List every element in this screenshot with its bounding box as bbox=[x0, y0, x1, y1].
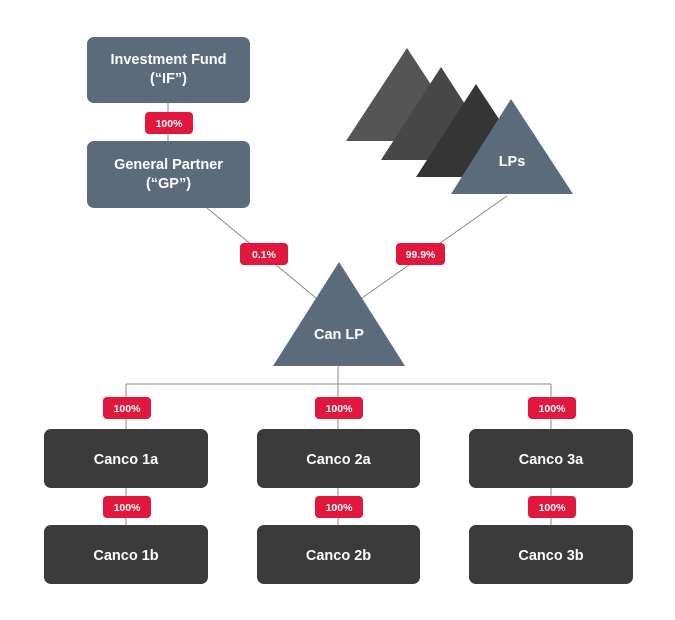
can-lp-triangle bbox=[273, 262, 405, 366]
badge-canlp-1a: 100% bbox=[103, 397, 151, 419]
canco-2b-box: Canco 2b bbox=[257, 525, 420, 584]
canco-3b-box: Canco 3b bbox=[469, 525, 633, 584]
investment-fund-label: Investment Fund bbox=[110, 52, 226, 68]
canco-2a-box: Canco 2a bbox=[257, 429, 420, 488]
badge-canlp-2a: 100% bbox=[315, 397, 363, 419]
lps-triangles: LPs bbox=[346, 48, 573, 194]
investment-fund-box: Investment Fund (“IF”) bbox=[87, 37, 250, 103]
can-lp-triangle-group: Can LP bbox=[273, 262, 405, 366]
canco-2a-label: Canco 2a bbox=[306, 452, 371, 468]
general-partner-box: General Partner (“GP”) bbox=[87, 141, 250, 208]
badge-canlp-1a-label: 100% bbox=[114, 403, 142, 415]
badge-if-gp: 100% bbox=[145, 112, 193, 134]
badge-gp-canlp: 0.1% bbox=[240, 243, 288, 265]
badge-1a-1b: 100% bbox=[103, 496, 151, 518]
canco-1b-box: Canco 1b bbox=[44, 525, 208, 584]
badge-1a-1b-label: 100% bbox=[114, 502, 142, 514]
general-partner-label: General Partner bbox=[114, 157, 223, 173]
canco-1b-label: Canco 1b bbox=[93, 548, 158, 564]
badge-if-gp-label: 100% bbox=[156, 118, 184, 130]
canco-3a-box: Canco 3a bbox=[469, 429, 633, 488]
badge-canlp-3a-label: 100% bbox=[539, 403, 567, 415]
badge-lps-canlp: 99.9% bbox=[396, 243, 445, 265]
lps-label: LPs bbox=[499, 154, 526, 170]
badge-3a-3b-label: 100% bbox=[539, 502, 567, 514]
general-partner-abbrev: (“GP”) bbox=[146, 176, 191, 192]
lps-triangle bbox=[451, 99, 573, 194]
badge-canlp-2a-label: 100% bbox=[326, 403, 354, 415]
canco-1a-label: Canco 1a bbox=[94, 452, 159, 468]
canco-1a-box: Canco 1a bbox=[44, 429, 208, 488]
badge-lps-canlp-label: 99.9% bbox=[406, 249, 436, 261]
badge-canlp-3a: 100% bbox=[528, 397, 576, 419]
badge-2a-2b-label: 100% bbox=[326, 502, 354, 514]
badge-gp-canlp-label: 0.1% bbox=[252, 249, 277, 261]
badge-3a-3b: 100% bbox=[528, 496, 576, 518]
badge-2a-2b: 100% bbox=[315, 496, 363, 518]
canco-3b-label: Canco 3b bbox=[518, 548, 583, 564]
canco-3a-label: Canco 3a bbox=[519, 452, 584, 468]
canco-2b-label: Canco 2b bbox=[306, 548, 371, 564]
investment-fund-abbrev: (“IF”) bbox=[150, 71, 187, 87]
ownership-badges: 100% 0.1% 99.9% 100% 100% 100% 100% 100 bbox=[103, 112, 576, 518]
can-lp-label: Can LP bbox=[314, 327, 364, 343]
